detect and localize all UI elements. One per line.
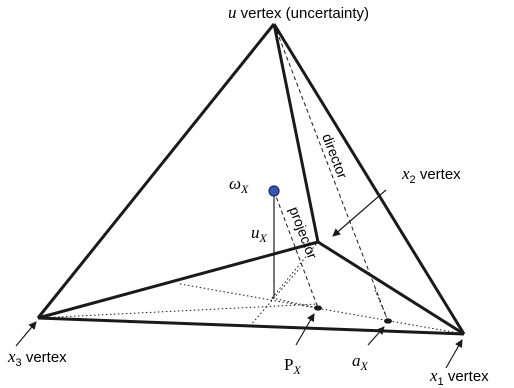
dotted-ax-short <box>374 289 389 322</box>
x1-vertex-label: x1 vertex <box>429 366 489 388</box>
edge-u-x3 <box>36 23 276 319</box>
edge-x2-x1 <box>317 240 465 336</box>
x1-arrow <box>445 339 463 369</box>
edge-x3-x1 <box>37 316 465 336</box>
x2-arrow <box>332 189 387 237</box>
px-arrow <box>295 313 315 346</box>
dotted-px-right <box>271 297 319 309</box>
tetrahedron-edges <box>36 23 466 336</box>
omega-label: ωX <box>229 174 249 196</box>
dotted-px-lower <box>249 267 301 327</box>
edge-x3-x2 <box>37 240 319 320</box>
ux-label: uX <box>251 223 268 245</box>
dotted-x3-to-x2 <box>37 303 319 319</box>
edge-u-x1 <box>272 23 466 335</box>
director-label: director <box>319 131 351 181</box>
dotted-mid-to-x1 <box>179 283 465 335</box>
arrows <box>15 189 463 369</box>
x2-vertex-label: x2 vertex <box>401 164 461 186</box>
ax-point <box>384 318 392 324</box>
px-point <box>314 305 322 311</box>
px-label: PX <box>284 355 301 377</box>
ax-arrow <box>367 326 385 346</box>
edge-u-x2 <box>272 23 320 243</box>
u-vertex-label: u vertex (uncertainty) <box>228 3 369 22</box>
x3-vertex-label: x3 vertex <box>7 347 67 369</box>
dotted-to-x2-vertex <box>271 241 319 299</box>
x3-arrow <box>15 321 37 347</box>
base-dotted-lines <box>37 241 465 335</box>
omega-point <box>268 185 280 197</box>
ax-label: aX <box>352 351 369 373</box>
